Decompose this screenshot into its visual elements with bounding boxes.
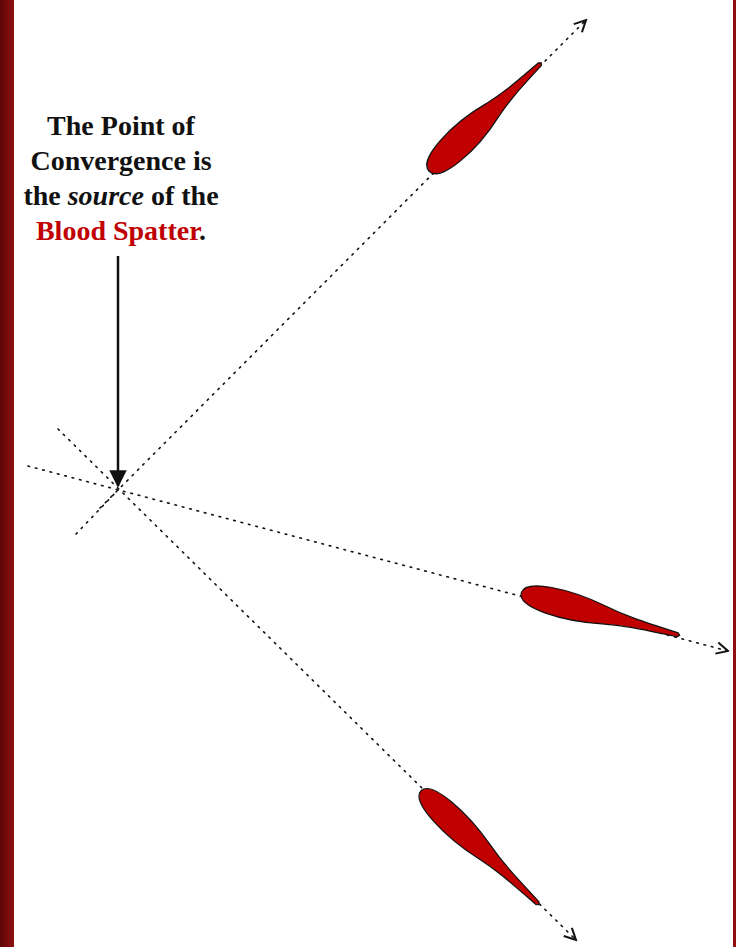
caption-text: The Point of Convergence is the source o…	[18, 108, 224, 248]
trajectory-line	[58, 429, 576, 940]
blood-drop	[419, 52, 552, 182]
caption-run: source	[68, 180, 144, 211]
blood-drop	[518, 580, 683, 649]
frame-strip	[0, 0, 14, 947]
blood-drop	[412, 781, 549, 915]
frame-strip	[733, 0, 736, 947]
trajectory-line	[100, 20, 586, 508]
caption-run: .	[199, 215, 206, 246]
trajectory-line	[28, 466, 728, 651]
caption-run: Blood Spatter	[36, 215, 199, 246]
caption-run: of the	[151, 180, 219, 211]
pointer-arrow	[117, 256, 120, 486]
trajectory-line	[76, 490, 118, 534]
